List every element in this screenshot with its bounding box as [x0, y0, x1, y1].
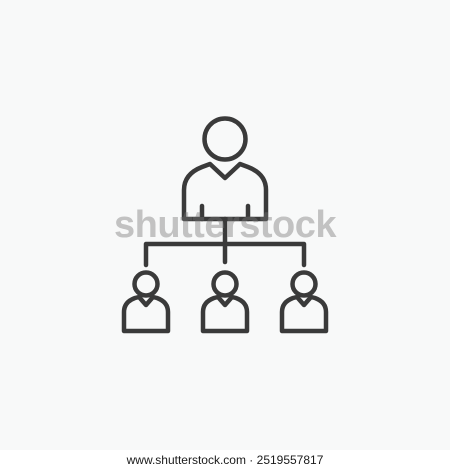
hierarchy-connectors: [143, 216, 307, 268]
manager-head: [202, 116, 248, 162]
icon-canvas: shutterstock: [113, 116, 337, 334]
connector-branch: [143, 241, 307, 268]
footer-credit: www.shutterstock.com · 2519557817: [126, 453, 324, 467]
member-center-head: [211, 270, 239, 298]
member-left-head: [132, 270, 160, 298]
manager-person-icon: [181, 116, 269, 222]
member-center-body: [200, 294, 250, 334]
team-member-left-icon: [121, 270, 171, 334]
footer-bar: [0, 450, 450, 470]
team-member-center-icon: [200, 270, 250, 334]
member-right-head: [290, 270, 318, 298]
organization-hierarchy-icon: [121, 116, 329, 334]
team-member-right-icon: [279, 270, 329, 334]
manager-body: [181, 161, 269, 222]
member-right-body: [279, 294, 329, 334]
member-left-body: [121, 294, 171, 334]
